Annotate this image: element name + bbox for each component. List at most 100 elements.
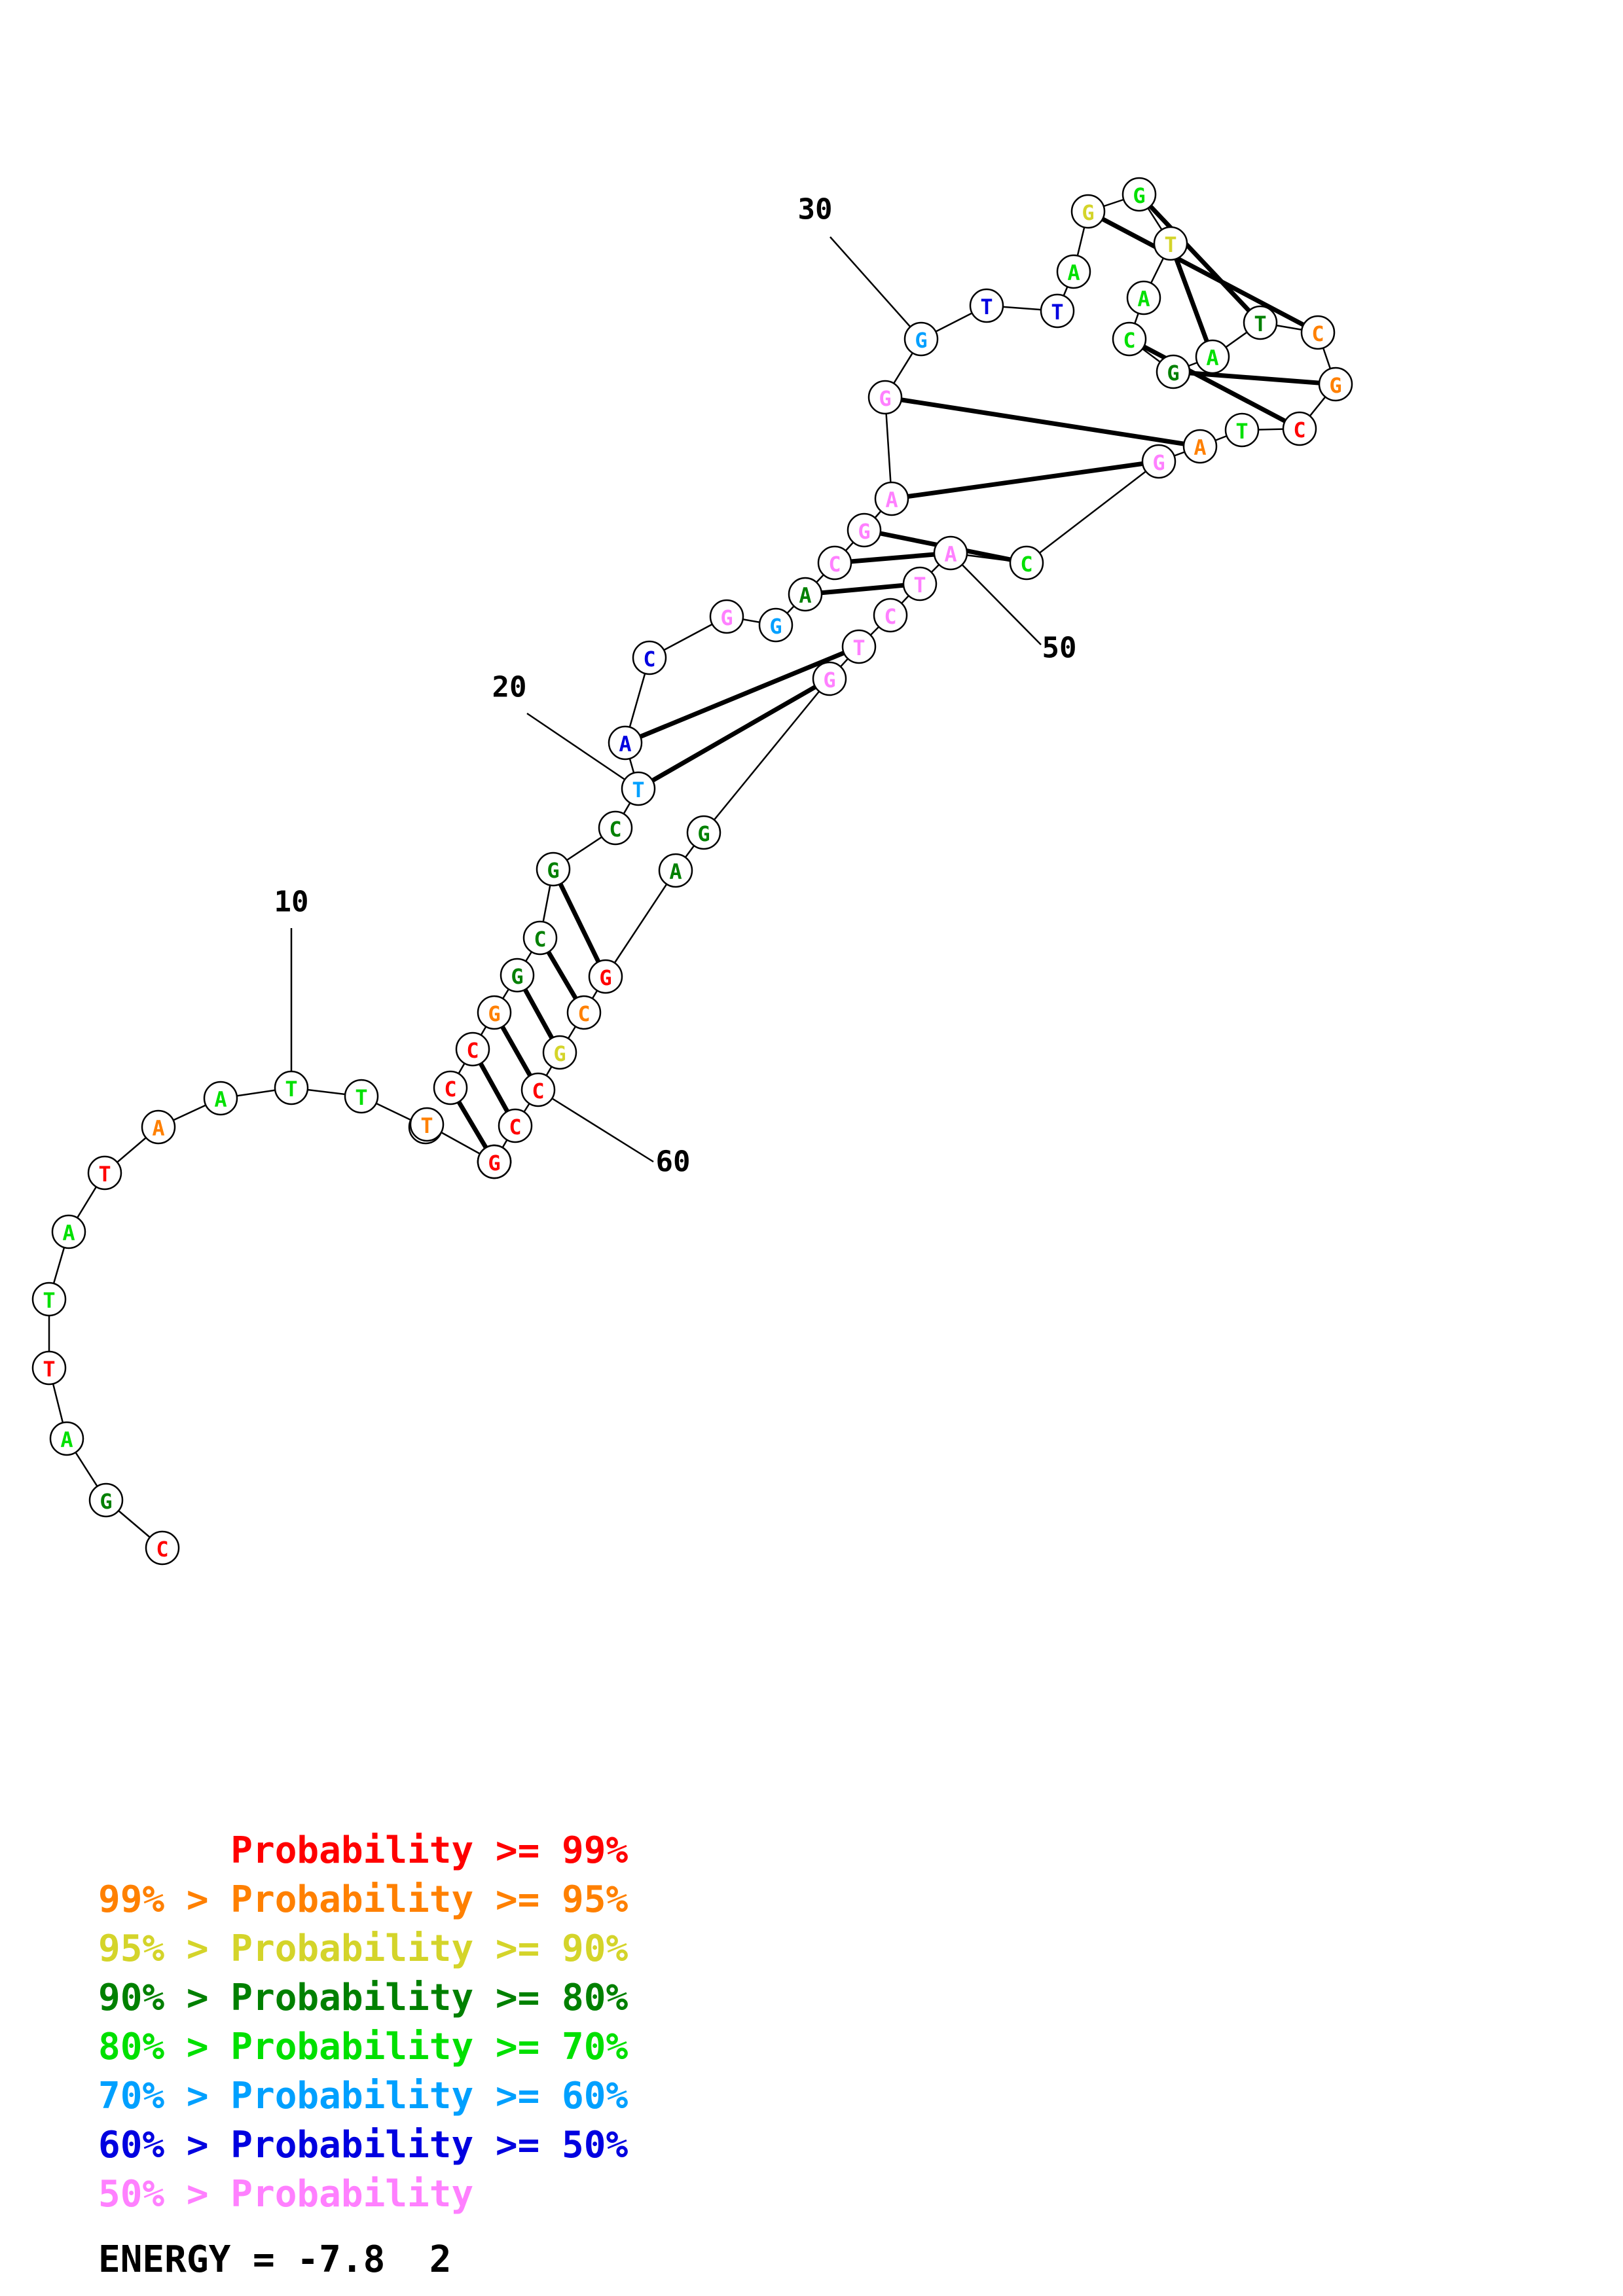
nucleotide-circle [498, 1108, 533, 1143]
nucleotide: T [1243, 305, 1278, 340]
nucleotide-letter: A [619, 732, 631, 757]
nucleotide-circle [344, 1079, 379, 1114]
nucleotide-letter: C [884, 604, 896, 629]
nucleotide-circle [1122, 177, 1157, 212]
tick-label: 60 [656, 1145, 691, 1179]
nucleotide-circle [1300, 315, 1336, 350]
nucleotide-letter: G [488, 1151, 500, 1175]
nucleotide-circle [1153, 226, 1188, 261]
nucleotide-circle [1318, 367, 1353, 402]
nucleotide: C [498, 1108, 533, 1143]
nucleotide-letter: T [1254, 312, 1266, 336]
nucleotide: T [87, 1155, 122, 1191]
nucleotide: C [817, 545, 852, 581]
nucleotide: T [1153, 226, 1188, 261]
nucleotide: T [344, 1079, 379, 1114]
nucleotide-circle [632, 640, 667, 675]
nucleotide-letter: T [98, 1162, 111, 1187]
nucleotide-letter: G [823, 668, 835, 692]
base-pair [891, 459, 1159, 501]
nucleotide-letter: A [62, 1221, 75, 1246]
nucleotide-letter: G [511, 964, 523, 989]
nucleotide: C [632, 640, 667, 675]
nucleotide-circle [1156, 354, 1191, 389]
base-pair [834, 550, 951, 565]
nucleotide-circle [1182, 429, 1218, 464]
nucleotide-circle [141, 1109, 176, 1145]
nucleotide-circle [1112, 321, 1147, 357]
nucleotide-circle [709, 599, 744, 634]
nucleotide-letter: A [60, 1427, 73, 1452]
nucleotide-circle [477, 1144, 512, 1179]
nucleotide-circle [874, 481, 909, 516]
nucleotide-letter: A [152, 1116, 164, 1141]
nucleotide-letter: C [466, 1038, 479, 1063]
nucleotide-circle [409, 1107, 445, 1142]
nucleotide: G [588, 959, 623, 994]
nucleotide-letter: T [43, 1357, 55, 1382]
nucleotide-circle [31, 1350, 67, 1386]
nucleotide-letter: T [852, 636, 865, 660]
nucleotide-letter: A [885, 488, 898, 512]
nucleotide-circle [203, 1081, 238, 1116]
nucleotide-circle [903, 321, 939, 357]
nucleotide-circle [520, 1072, 556, 1107]
nucleotide-letter: T [355, 1085, 367, 1110]
nucleotide: A [933, 535, 968, 571]
nucleotide-letter: C [1123, 328, 1135, 353]
legend-row: 60% > Probability >= 50% [98, 2124, 629, 2166]
nucleotide-circle [621, 771, 656, 806]
nucleotide: C [1282, 411, 1317, 446]
nucleotide: G [903, 321, 939, 357]
nucleotide: G [1318, 367, 1353, 402]
nucleotide-letter: C [609, 817, 621, 842]
nucleotide-circle [1243, 305, 1278, 340]
nucleotide-circle [49, 1421, 84, 1456]
nucleotide-letter: G [697, 821, 710, 846]
nucleotide-circle [1282, 411, 1317, 446]
nucleotide: G [1141, 444, 1176, 479]
nucleotide-letter: C [1293, 418, 1305, 442]
nucleotide: C [145, 1530, 180, 1566]
tick-label: 50 [1042, 632, 1077, 665]
nucleotide: G [1156, 354, 1191, 389]
nucleotide-circle [51, 1214, 86, 1249]
nucleotide-letter: C [444, 1077, 456, 1102]
nucleotide-circle [1009, 545, 1044, 581]
base-pair [637, 676, 831, 791]
base-pair [1173, 369, 1336, 387]
nucleotide-circle [1070, 194, 1106, 229]
nucleotide: G [1122, 177, 1157, 212]
nucleotide-letter: T [913, 573, 926, 598]
nucleotide-letter: C [643, 647, 655, 672]
nucleotide-letter: C [577, 1001, 590, 1026]
base-pair [1137, 192, 1262, 325]
nucleotide-circle [542, 1035, 577, 1070]
nucleotide-letter: C [509, 1115, 521, 1139]
nucleotide: A [658, 853, 693, 888]
nucleotide-letter: G [553, 1041, 566, 1066]
nucleotide: G [542, 1035, 577, 1070]
base-pair [551, 868, 608, 978]
nucleotide: A [874, 481, 909, 516]
nucleotide-circle [1040, 293, 1075, 329]
nucleotide-letter: C [1020, 552, 1032, 577]
nucleotide-circle [847, 512, 882, 548]
nucleotide-letter: T [43, 1288, 55, 1313]
nucleotide-letter: A [1194, 435, 1206, 460]
nucleotide-letter: C [532, 1079, 544, 1103]
nucleotide-letter: T [420, 1113, 433, 1138]
nucleotide: T [841, 629, 877, 664]
nucleotide: G [477, 1144, 512, 1179]
nucleotide-letter: T [980, 295, 993, 319]
nucleotide-letter: G [915, 328, 927, 353]
nucleotide: C [1300, 315, 1336, 350]
energy-label: ENERGY = -7.8 2 [98, 2238, 452, 2281]
nucleotide: A [203, 1081, 238, 1116]
nucleotide-circle [88, 1482, 124, 1518]
legend-row: 50% > Probability [98, 2173, 474, 2215]
nucleotide: A [788, 577, 823, 612]
nucleotide-circle [867, 380, 903, 415]
nucleotide-circle [87, 1155, 122, 1191]
